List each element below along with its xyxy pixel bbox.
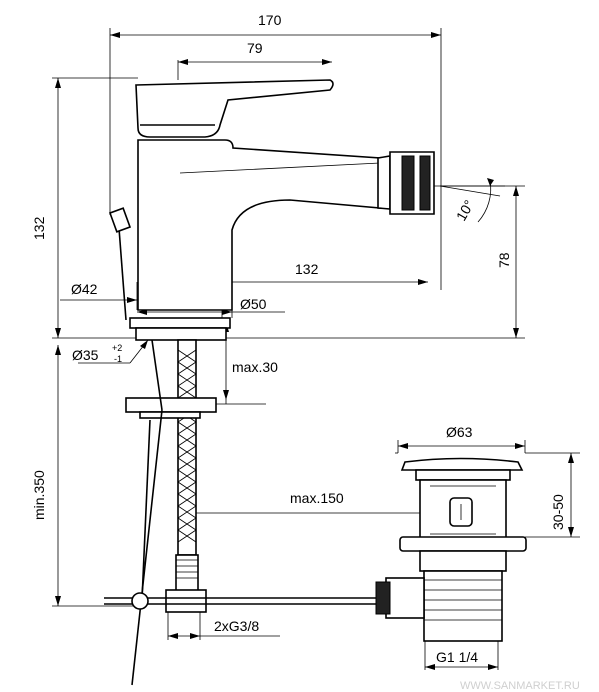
label-min-350: min.350 xyxy=(31,470,47,520)
label-132-vertical: 132 xyxy=(31,216,47,240)
label-79: 79 xyxy=(247,40,263,56)
dimension-lines xyxy=(55,32,574,670)
label-132-horizontal: 132 xyxy=(295,261,319,277)
label-hole-diameter: Ø35 xyxy=(72,347,99,363)
label-body-diameter: Ø42 xyxy=(71,281,98,297)
label-170: 170 xyxy=(258,12,282,28)
label-waste-range: 30-50 xyxy=(550,494,566,530)
waste-assembly xyxy=(375,457,527,642)
dimension-labels: 170 79 132 132 78 10° Ø42 Ø50 Ø35 +2 -1 … xyxy=(31,12,566,665)
label-max-30: max.30 xyxy=(232,359,278,375)
label-78: 78 xyxy=(496,252,512,268)
label-angle: 10° xyxy=(453,197,477,223)
label-hole-tol-minus: -1 xyxy=(114,354,122,364)
label-waste-diameter: Ø63 xyxy=(446,424,473,440)
label-max-150: max.150 xyxy=(290,490,344,506)
label-hole-tol-plus: +2 xyxy=(112,343,122,353)
label-connector-thread: 2xG3/8 xyxy=(214,618,259,634)
faucet-body xyxy=(104,79,435,686)
label-waste-thread: G1 1/4 xyxy=(436,649,478,665)
watermark: WWW.SANMARKET.RU xyxy=(460,680,580,692)
label-base-diameter: Ø50 xyxy=(240,296,267,312)
